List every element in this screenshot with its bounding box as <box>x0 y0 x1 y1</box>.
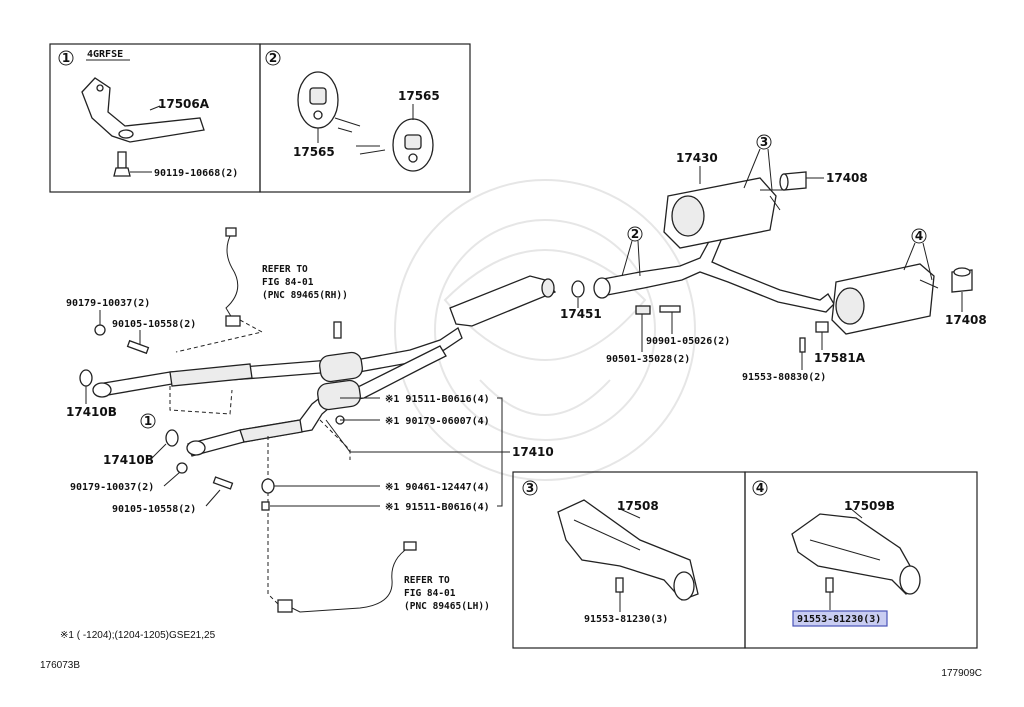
label-90501-35028: 90501-35028(2) <box>606 354 690 365</box>
inset-3-panel: 3 17508 91553-81230(3) <box>512 471 746 649</box>
bracket-17506a <box>81 77 205 143</box>
label-90105-10558-a: 90105-10558(2) <box>112 319 196 330</box>
label-90461-12447: ※1 90461-12447(4) <box>385 482 490 493</box>
figure-code-right: 177909C <box>941 668 982 679</box>
callout-3-main: 3 <box>760 135 768 149</box>
figure-code-left: 176073B <box>40 660 80 671</box>
hanger-17565-left <box>297 71 339 129</box>
callout-4-main: 4 <box>915 229 923 243</box>
inset-2-panel: 2 17565 17565 <box>259 43 471 193</box>
label-17565-a: 17565 <box>293 145 335 159</box>
tailpipe-assembly-17430 <box>593 177 939 335</box>
refer-rh-line2: FIG 84-01 <box>262 277 314 288</box>
bolt-91553-80830 <box>799 337 806 353</box>
label-91511-b0616-b: ※1 91511-B0616(4) <box>385 502 490 513</box>
bolt-90901 <box>659 305 681 313</box>
callout-1-main: 1 <box>144 414 152 428</box>
label-17565-b: 17565 <box>398 89 440 103</box>
engine-code: 4GRFSE <box>87 49 123 60</box>
gasket-90461 <box>261 478 275 494</box>
label-17410b-b: 17410B <box>103 453 154 467</box>
label-90179-10037-b: 90179-10037(2) <box>70 482 154 493</box>
label-91511-b0616-a: ※1 91511-B0616(4) <box>385 394 490 405</box>
inset-4-panel: 4 17509B 91553-81230(3) <box>744 471 978 649</box>
refer-rh-line1: REFER TO <box>262 264 308 275</box>
label-17410: 17410 <box>512 445 554 459</box>
tail-tip-17408-upper <box>779 171 807 191</box>
hanger-17565-right <box>392 118 434 172</box>
front-pipe-assembly-17410 <box>92 275 557 457</box>
spring-90501 <box>635 305 651 315</box>
oxygen-sensor-lh <box>277 541 417 613</box>
inset-1-panel: 1 4GRFSE 17506A 90119-10668(2) <box>49 43 261 193</box>
label-17508: 17508 <box>617 499 659 513</box>
bolt-90119 <box>113 151 131 177</box>
label-90901-05026: 90901-05026(2) <box>646 336 730 347</box>
main-labels: REFER TO FIG 84-01 (PNC 89465(RH)) 90179… <box>60 134 987 641</box>
highlight-91553-81230[interactable] <box>792 610 888 627</box>
oxygen-sensor-rh <box>225 227 241 327</box>
label-17451: 17451 <box>560 307 602 321</box>
bolt-91511-upper <box>333 321 342 339</box>
gasket-17410b-upper <box>79 369 93 387</box>
nut-90179-lower <box>176 462 188 474</box>
nut-90179-upper <box>94 324 106 336</box>
callout-3: 3 <box>526 481 534 495</box>
label-91553-81230-b: 91553-81230(3) <box>797 614 881 625</box>
bracket-17509b <box>791 513 921 595</box>
label-17430: 17430 <box>676 151 718 165</box>
refer-rh-line3: (PNC 89465(RH)) <box>262 290 348 301</box>
callout-1: 1 <box>62 51 70 65</box>
label-91553-81230-a: 91553-81230(3) <box>584 614 668 625</box>
label-17581a: 17581A <box>814 351 866 365</box>
gasket-17410b-lower <box>165 429 179 447</box>
tail-tip-17408-lower <box>951 267 973 293</box>
label-17408-b: 17408 <box>945 313 987 327</box>
bracket-17508 <box>557 499 699 601</box>
bolt-91511-lower <box>261 501 270 511</box>
bolt-90105-upper <box>126 339 150 355</box>
label-90179-10037-a: 90179-10037(2) <box>66 298 150 309</box>
bolt-90105-lower <box>212 476 234 490</box>
gasket-17451 <box>571 280 585 298</box>
bracket-17581a <box>815 321 829 333</box>
label-91553-80830: 91553-80830(2) <box>742 372 826 383</box>
callout-2: 2 <box>269 51 277 65</box>
watermark-emblem <box>394 179 696 481</box>
label-17509b: 17509B <box>844 499 895 513</box>
label-90119-10668: 90119-10668(2) <box>154 168 238 179</box>
footnote: ※1 ( -1204);(1204-1205)GSE21,25 <box>60 630 216 641</box>
label-90179-06007: ※1 90179-06007(4) <box>385 416 490 427</box>
label-90105-10558-b: 90105-10558(2) <box>112 504 196 515</box>
label-17410b-a: 17410B <box>66 405 117 419</box>
label-17408-a: 17408 <box>826 171 868 185</box>
callout-4: 4 <box>756 481 764 495</box>
refer-lh-line2: FIG 84-01 <box>404 588 456 599</box>
callout-2-main: 2 <box>631 227 639 241</box>
refer-lh-line1: REFER TO <box>404 575 450 586</box>
label-17506a: 17506A <box>158 97 210 111</box>
refer-lh-line3: (PNC 89465(LH)) <box>404 601 490 612</box>
